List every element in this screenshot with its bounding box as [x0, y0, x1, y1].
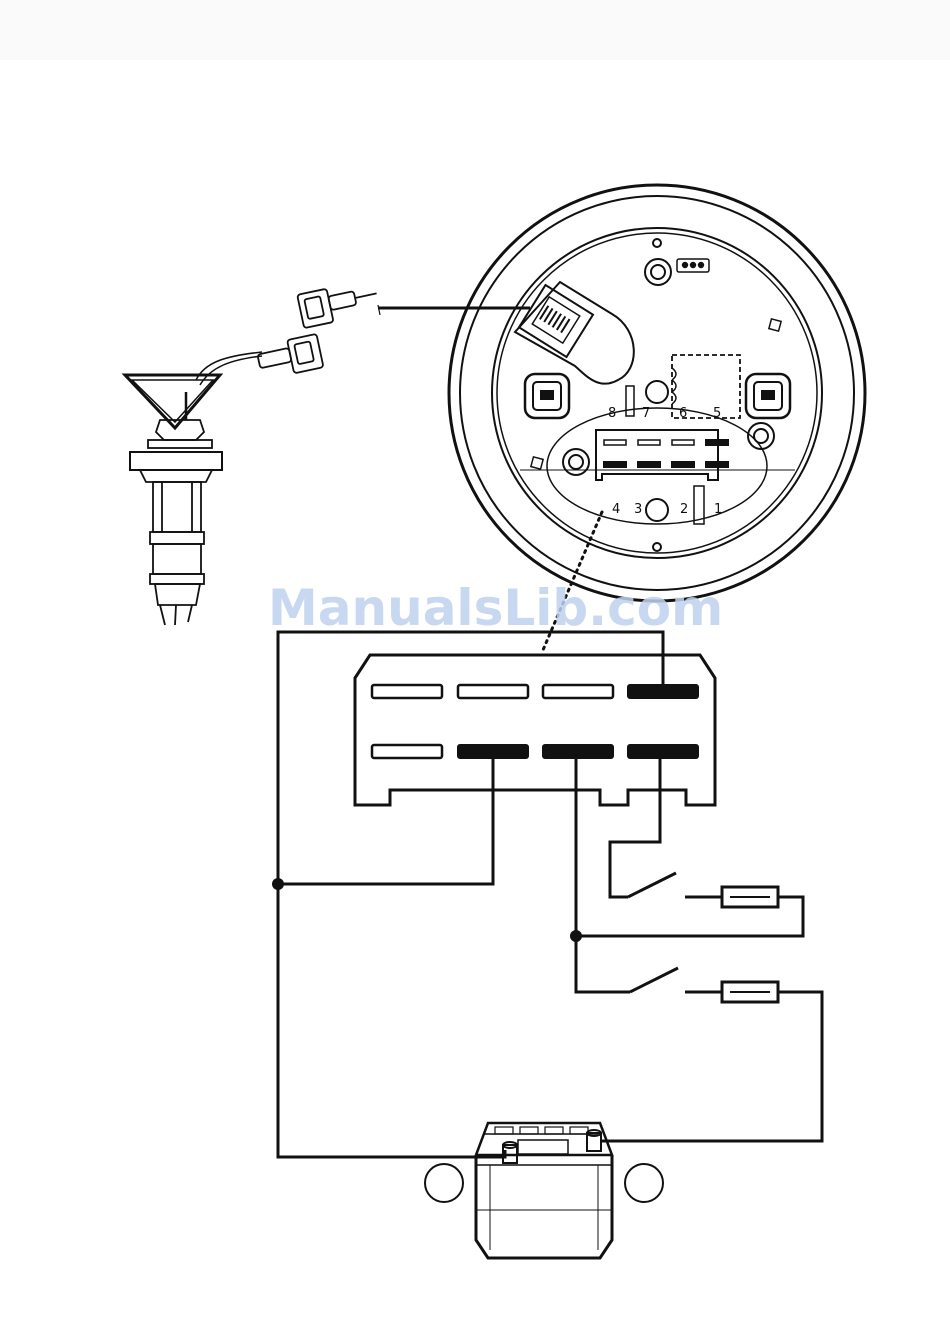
plus-terminal-circle	[625, 1164, 663, 1202]
pin-label-1: 1	[714, 502, 722, 517]
junction-dot	[570, 930, 582, 942]
wiring	[278, 632, 822, 1157]
pin-label-3: 3	[634, 502, 642, 517]
watermark-text: ManualsLib.com	[268, 579, 723, 637]
minus-terminal-circle	[425, 1164, 463, 1202]
pin-label-6: 6	[679, 406, 687, 421]
gauge-back-icon	[449, 185, 865, 601]
fuse-icon	[722, 982, 778, 1002]
battery-icon	[476, 1123, 612, 1258]
pin-label-2: 2	[680, 502, 688, 517]
junction-dot	[272, 878, 284, 890]
pin-label-7: 7	[642, 406, 650, 421]
switch-icon	[630, 968, 678, 992]
sensor-icon	[125, 279, 381, 625]
fuse-icon	[722, 887, 778, 907]
pin-label-5: 5	[713, 406, 721, 421]
pin-label-8: 8	[608, 406, 616, 421]
switch-icon	[628, 873, 676, 897]
pin-label-4: 4	[612, 502, 620, 517]
